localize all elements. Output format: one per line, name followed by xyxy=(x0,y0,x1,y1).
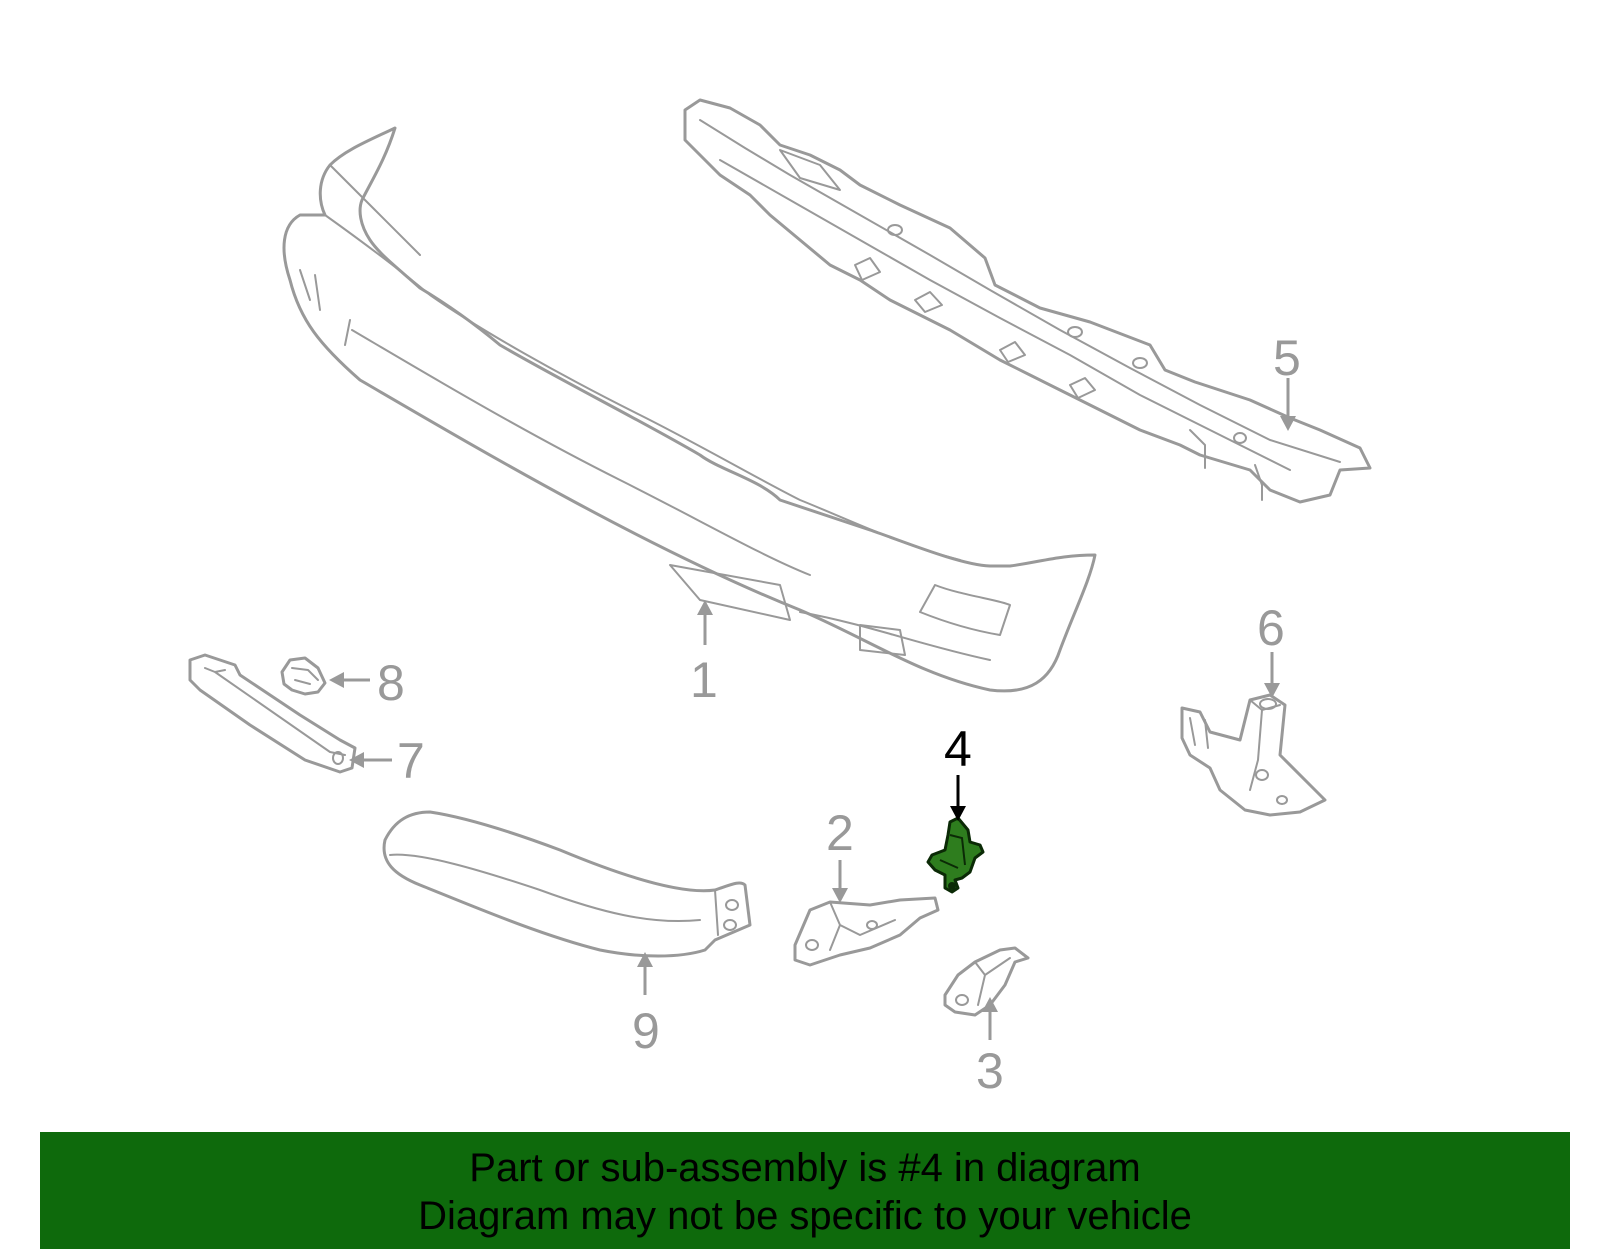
callout-7: 7 xyxy=(397,733,425,789)
part-2-bracket[interactable] xyxy=(793,896,940,967)
callout-5: 5 xyxy=(1273,330,1301,386)
parts-diagram: 1 2 3 4 5 6 7 8 9 xyxy=(188,98,1372,1099)
callout-3: 3 xyxy=(976,1043,1004,1099)
part-7-stay[interactable] xyxy=(188,653,357,774)
banner-line-1: Part or sub-assembly is #4 in diagram xyxy=(469,1146,1141,1190)
part-3-bracket[interactable] xyxy=(943,946,1030,1017)
callout-8: 8 xyxy=(377,655,405,711)
callout-arrows xyxy=(329,378,1296,1040)
info-banner: Part or sub-assembly is #4 in diagram Di… xyxy=(40,1132,1570,1249)
callout-2: 2 xyxy=(826,805,854,861)
part-4-highlighted-clip[interactable] xyxy=(926,816,985,894)
part-9-valance[interactable] xyxy=(382,810,752,958)
part-1-bumper-cover[interactable] xyxy=(282,126,1097,693)
callout-4: 4 xyxy=(944,721,972,777)
part-5-reinforcement[interactable] xyxy=(683,98,1372,504)
callout-9: 9 xyxy=(632,1003,660,1059)
part-6-bracket[interactable] xyxy=(1180,693,1327,817)
callout-1: 1 xyxy=(690,652,718,708)
callout-6: 6 xyxy=(1257,600,1285,656)
part-8-clip[interactable] xyxy=(280,656,327,696)
banner-line-2: Diagram may not be specific to your vehi… xyxy=(418,1194,1192,1238)
